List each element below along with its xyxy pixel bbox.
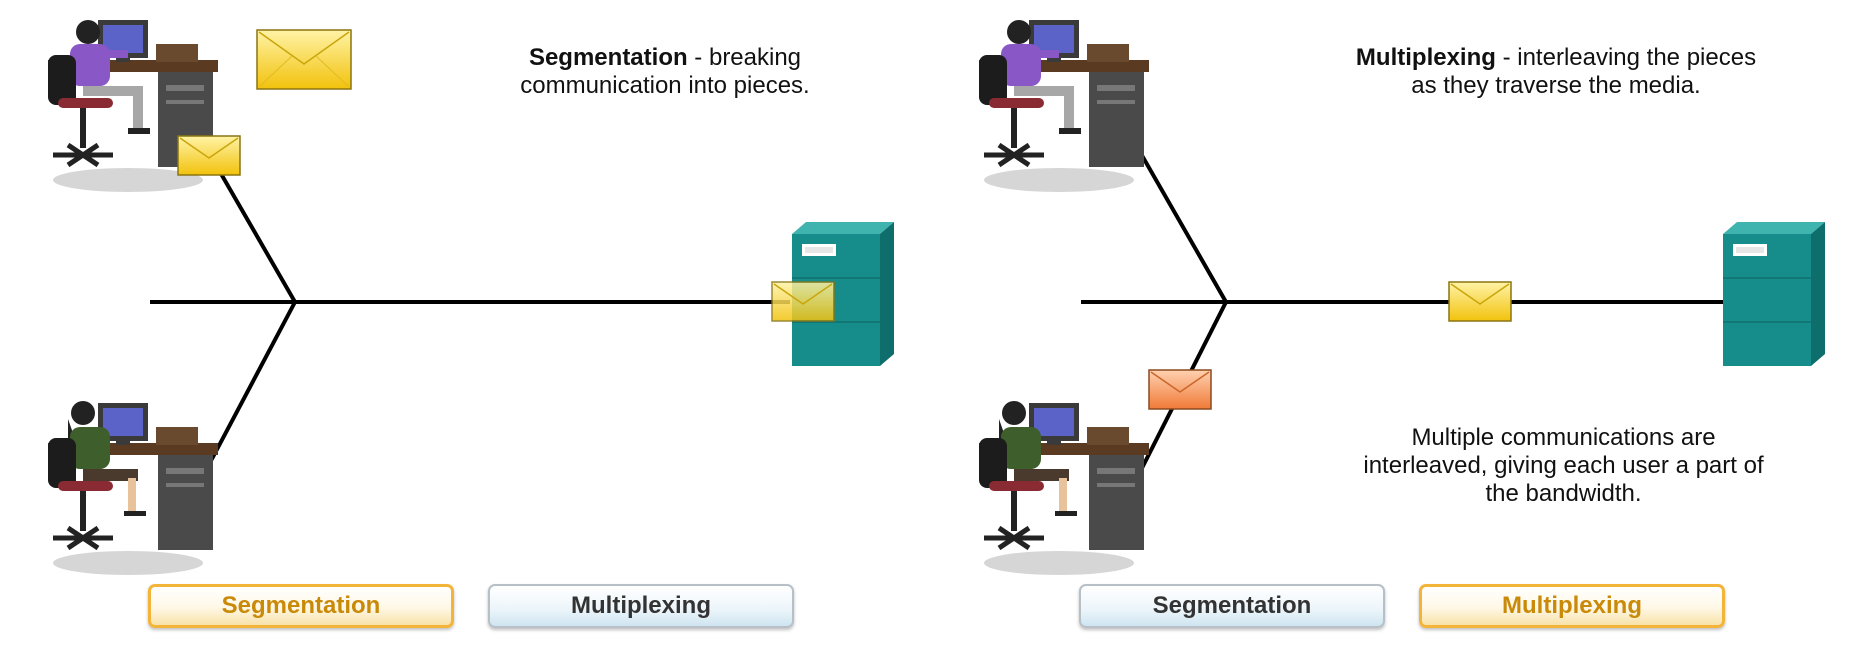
envelope-icon bbox=[771, 281, 835, 322]
tab-segmentation[interactable]: Segmentation bbox=[1079, 584, 1385, 628]
caption-text: as they traverse the media. bbox=[1411, 72, 1701, 99]
multiplexing-note: Multiple communications are interleaved,… bbox=[1351, 424, 1776, 508]
note-text: Multiple communications are bbox=[1411, 424, 1716, 451]
network-link bbox=[1134, 144, 1228, 303]
caption-term: Multiplexing bbox=[1355, 44, 1496, 71]
multiplexing-diagram bbox=[931, 0, 1826, 667]
tab-multiplexing[interactable]: Multiplexing bbox=[488, 584, 794, 628]
caption-text: - breaking bbox=[687, 44, 802, 71]
network-link bbox=[218, 171, 297, 303]
caption-text: - interleaving the pieces bbox=[1495, 44, 1757, 71]
envelope-icon bbox=[256, 29, 352, 90]
envelope-icon bbox=[1148, 369, 1212, 410]
note-text: interleaved, giving each user a part of bbox=[1363, 452, 1764, 479]
segmentation-panel: Segmentation - breaking communication in… bbox=[0, 0, 930, 667]
note-text: the bandwidth. bbox=[1485, 480, 1642, 507]
segmentation-caption: Segmentation - breaking communication in… bbox=[480, 44, 850, 100]
user-workstation-icon bbox=[48, 401, 218, 575]
multiplexing-panel: Multiplexing - interleaving the pieces a… bbox=[931, 0, 1861, 667]
segmentation-diagram bbox=[0, 0, 895, 667]
tab-multiplexing[interactable]: Multiplexing bbox=[1419, 584, 1725, 628]
envelope-icon bbox=[1448, 281, 1512, 322]
tab-segmentation[interactable]: Segmentation bbox=[148, 584, 454, 628]
user-workstation-icon bbox=[979, 401, 1149, 575]
envelope-icon bbox=[177, 135, 241, 176]
user-workstation-icon bbox=[979, 20, 1149, 192]
caption-term: Segmentation bbox=[528, 44, 688, 71]
network-link bbox=[203, 301, 297, 473]
caption-text: communication into pieces. bbox=[520, 72, 810, 99]
multiplexing-caption: Multiplexing - interleaving the pieces a… bbox=[1346, 44, 1766, 100]
server-icon bbox=[1722, 221, 1826, 367]
